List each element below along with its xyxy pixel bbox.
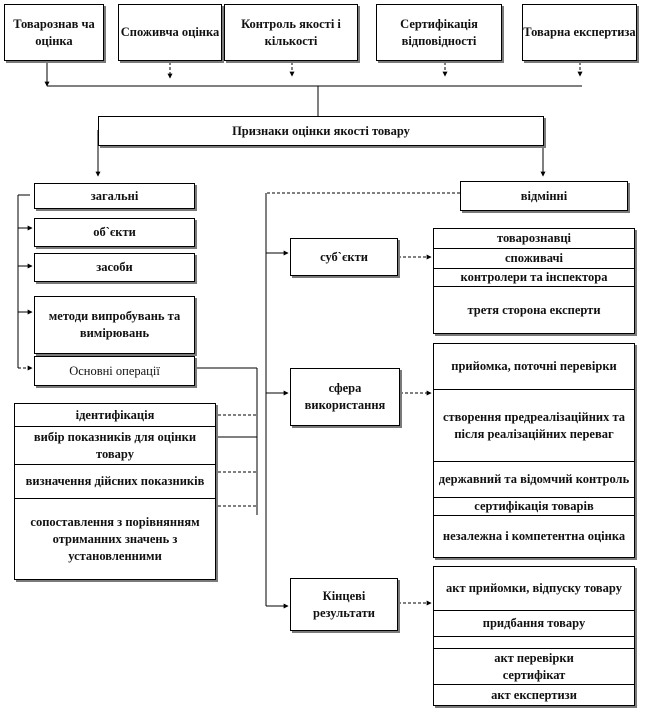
operations-item-indicator-choice: вибір показників для оцінки товару [15, 427, 215, 465]
results-item-expertise-act: акт експертизи [491, 687, 577, 702]
box-subjects: суб`єкти [290, 238, 398, 276]
results-item-acceptance-act: акт прийомки, відпуску товару [434, 567, 634, 611]
results-item-blank [434, 637, 634, 649]
box-general-label: загальні [90, 188, 139, 203]
results-item-inspection-act: акт перевірки [494, 650, 574, 665]
box-operations-label: Основні операції [69, 363, 160, 378]
sphere-list: прийомка, поточні перевірки створення пр… [433, 343, 635, 558]
box-objects: об`єкти [34, 218, 195, 247]
sphere-item-independent: незалежна і компетентна оцінка [442, 529, 626, 543]
box-distinct: відмінні [460, 181, 628, 211]
box-expertise: Товарна експертиза [522, 4, 637, 61]
box-certification: Сертифікація відповідності [376, 4, 502, 61]
sphere-item-certification: сертифікація товарів [434, 498, 634, 516]
subjects-list: товарознавці споживачі контролери та інс… [433, 228, 635, 334]
box-subjects-label: суб`єкти [320, 249, 368, 264]
main-title-box: Признаки оцінки якості товару [98, 116, 544, 146]
box-results-label: Кінцеві результати [313, 588, 375, 620]
sphere-item-advantages: створення предреалізаційних та після реа… [434, 390, 634, 462]
operations-item-comparison: сопоставлення з порівнянням отриманних з… [30, 514, 200, 563]
results-item-purchase: придбання товару [434, 611, 634, 637]
sphere-item-state-control: державний та відомчий контроль [434, 462, 634, 498]
box-means: засоби [34, 253, 195, 282]
subjects-item-merchandisers: товарознавці [434, 229, 634, 249]
box-means-label: засоби [96, 260, 133, 274]
box-certification-label: Сертифікація відповідності [400, 16, 478, 48]
subjects-item-third-party: третя сторона експерти [467, 302, 601, 317]
box-consumer-assessment-label: Споживча оцінка [120, 25, 220, 39]
results-item-certificate: сертифікат [434, 667, 634, 685]
box-operations: Основні операції [34, 356, 195, 386]
box-general: загальні [34, 183, 195, 209]
box-objects-label: об`єкти [93, 225, 136, 239]
box-results: Кінцеві результати [290, 578, 398, 631]
box-distinct-label: відмінні [520, 188, 568, 203]
results-list: акт прийомки, відпуску товару придбання … [433, 566, 635, 706]
main-title: Признаки оцінки якості товару [232, 123, 410, 138]
box-quality-control-label: Контроль якості і кількості [241, 16, 341, 48]
box-merchandising-assessment: Товарознав ча оцінка [4, 4, 104, 61]
box-sphere-label: сфера використання [304, 381, 386, 412]
box-merchandising-assessment-label: Товарознав ча оцінка [13, 16, 95, 48]
box-expertise-label: Товарна експертиза [523, 25, 636, 39]
subjects-item-controllers: контролери та інспектора [434, 269, 634, 287]
box-consumer-assessment: Споживча оцінка [118, 4, 222, 61]
operations-item-identification: ідентифікація [15, 404, 215, 427]
operations-list: ідентифікація вибір показників для оцінк… [14, 403, 216, 580]
subjects-item-consumers: споживачі [434, 249, 634, 269]
box-quality-control: Контроль якості і кількості [224, 4, 358, 61]
operations-item-actual-values: визначення дійсних показників [15, 465, 215, 499]
box-sphere: сфера використання [290, 368, 400, 426]
box-methods-label: методи випробувань та вимірювань [48, 309, 181, 340]
sphere-item-acceptance: прийомка, поточні перевірки [434, 344, 634, 390]
box-methods: методи випробувань та вимірювань [34, 296, 195, 354]
